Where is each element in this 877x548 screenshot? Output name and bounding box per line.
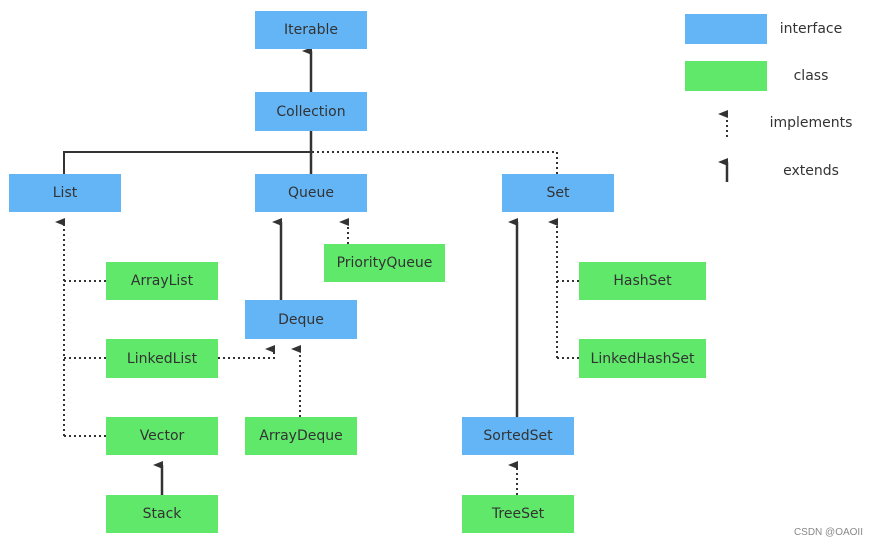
legend-class-swatch [685,61,767,91]
node-sorted-set: SortedSet [462,417,574,455]
legend-interface-swatch [685,14,767,44]
legend-class-label: class [793,68,829,84]
node-tree-set: TreeSet [462,495,574,533]
node-queue: Queue [255,174,367,212]
legend-extends-label: extends [783,163,839,179]
node-linked-list: LinkedList [106,339,218,378]
node-set: Set [502,174,614,212]
edge-linkedlist-deque [218,345,275,359]
legend-implements-label: implements [769,115,853,131]
edge-list-collection [63,151,311,174]
node-vector: Vector [106,417,218,455]
edge-set-collection [311,151,558,174]
watermark: CSDN @OAOII [793,527,863,538]
node-list: List [9,174,121,212]
node-hash-set: HashSet [579,262,706,300]
node-array-list: ArrayList [106,262,218,300]
node-linked-hash-set: LinkedHashSet [579,339,706,378]
node-deque: Deque [245,300,357,339]
legend-interface-label: interface [779,21,843,37]
node-priority-queue: PriorityQueue [324,244,445,282]
node-iterable: Iterable [255,11,367,49]
node-array-deque: ArrayDeque [245,417,357,455]
node-stack: Stack [106,495,218,533]
node-collection: Collection [255,92,367,131]
